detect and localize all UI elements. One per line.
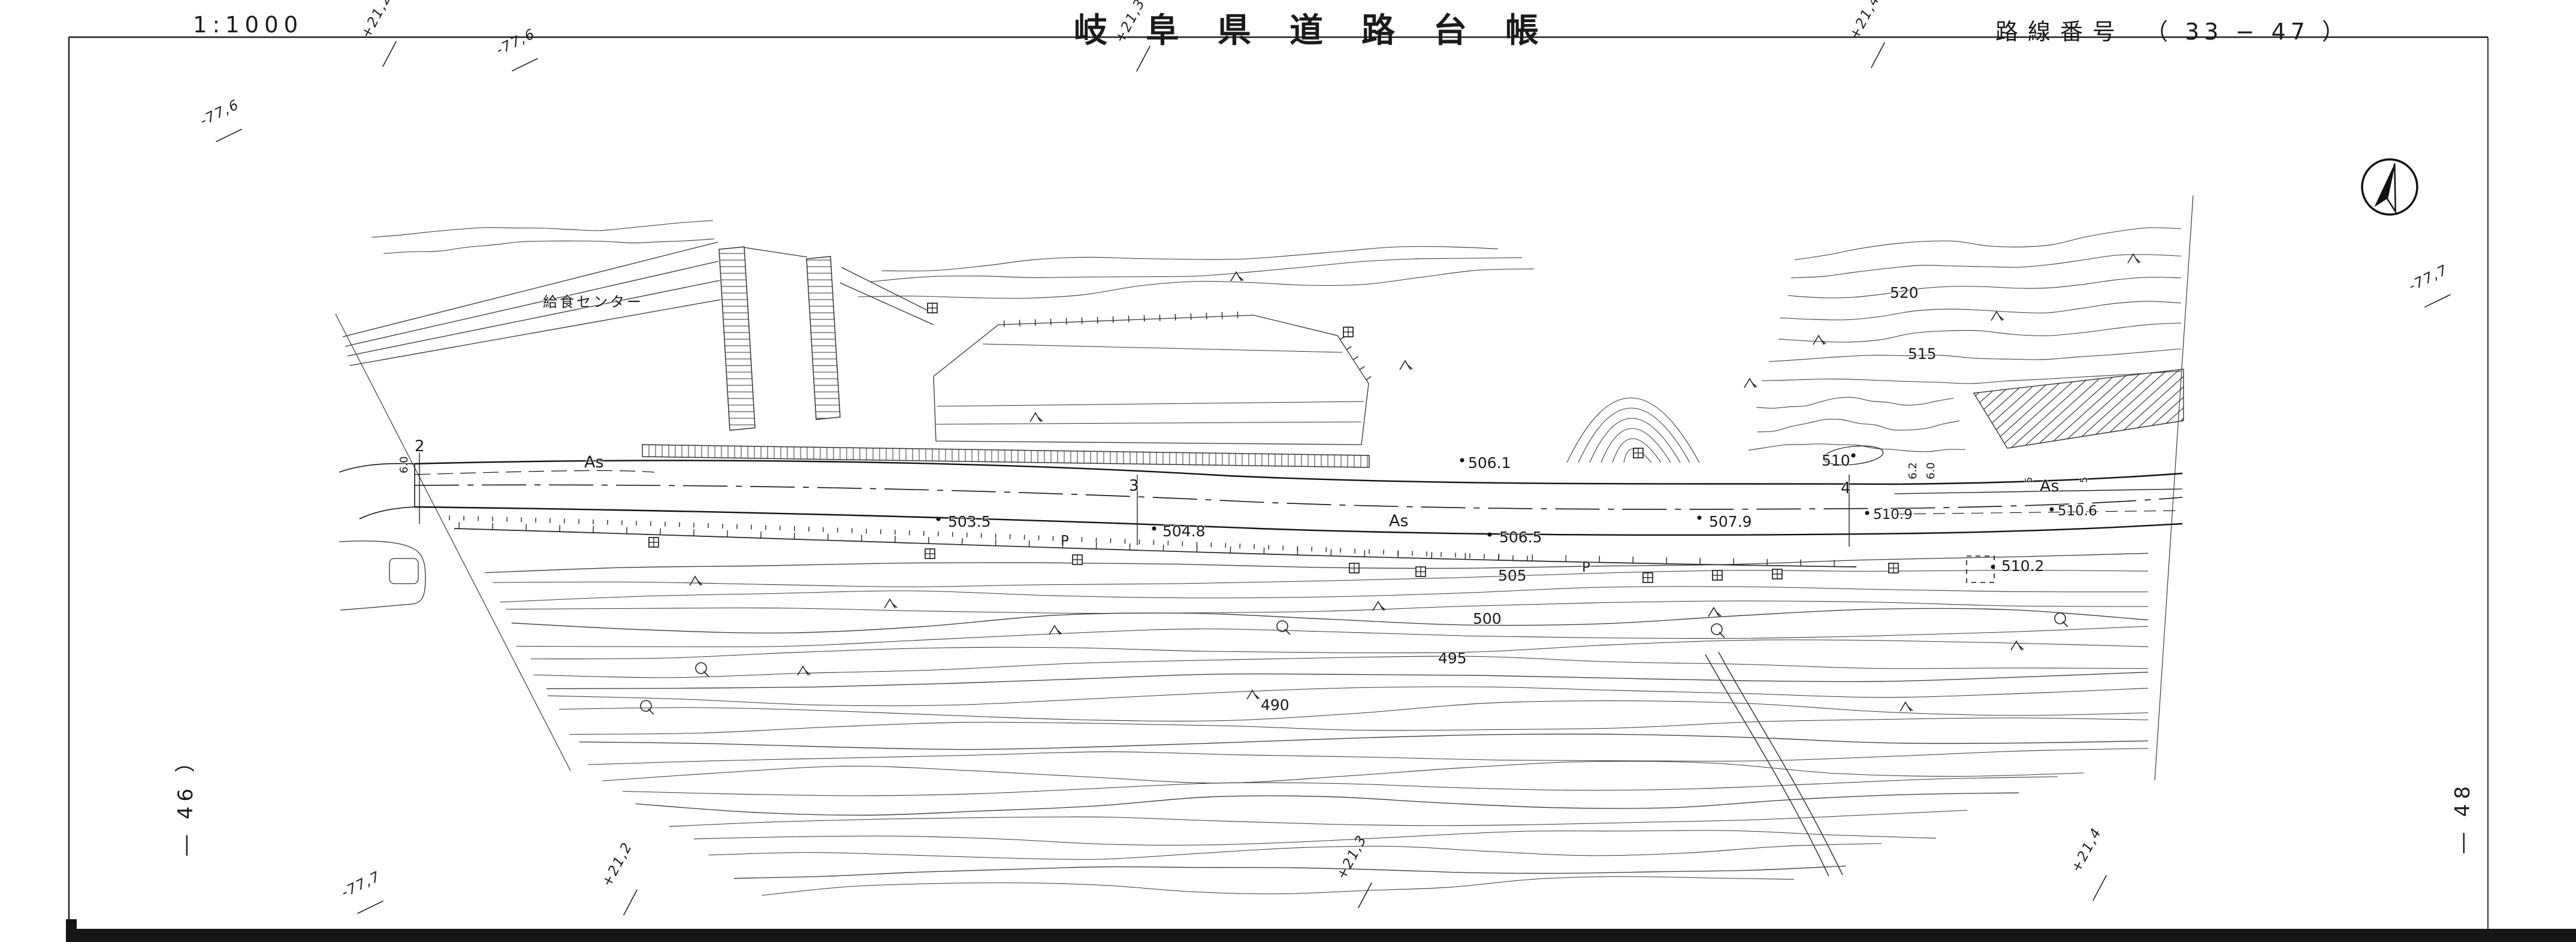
north-arrow-icon (2361, 158, 2418, 216)
building-symbol (1633, 448, 1644, 458)
road-edge-lower (414, 506, 2183, 536)
vegetation-symbol (1049, 624, 1062, 635)
building-symbol (1072, 554, 1083, 565)
building-symbol (1343, 327, 1354, 337)
building-symbol (1642, 572, 1653, 583)
land-use-symbol (2054, 612, 2068, 627)
scan-edge-band (77, 929, 2576, 942)
vegetation-symbol (1246, 689, 1260, 700)
sheet-frame (66, 36, 2576, 942)
building-symbol (1349, 563, 1360, 573)
land-use-symbol (1711, 623, 1725, 638)
road-edge-upper (414, 460, 2183, 485)
vegetation-symbol (1399, 360, 1413, 370)
map-strip-boundary (335, 195, 2194, 781)
embankment-outline (933, 315, 1369, 445)
road (339, 445, 2183, 583)
vegetation-symbol (797, 665, 811, 676)
vegetation-symbol (2010, 640, 2024, 651)
vegetation-symbol (2127, 253, 2141, 264)
vegetation-symbol (1029, 412, 1043, 422)
spot-elevation-dot (1152, 526, 1156, 531)
vegetation-symbol (1372, 600, 1386, 611)
land-use-symbol (1276, 620, 1291, 635)
stream-line (1705, 654, 1829, 877)
land-use-symbol (695, 662, 709, 677)
slope-hatch (1973, 369, 2184, 449)
contour-lines (371, 220, 2182, 896)
land-use-symbol (640, 700, 654, 715)
map-symbols (640, 253, 2141, 715)
spot-elevation-dot (1991, 564, 1995, 569)
building-symbol (925, 548, 935, 559)
spot-elevation-dot (1865, 511, 1870, 515)
building-symbol (1712, 570, 1723, 581)
vegetation-symbol (884, 598, 898, 609)
roadside-wall-hatch (642, 444, 1370, 468)
grid-tick-marks (216, 41, 2451, 916)
vegetation-symbol (1744, 378, 1757, 388)
vegetation-symbol (1230, 271, 1244, 282)
retaining-wall-hatch (806, 256, 841, 420)
vegetation-symbol (1813, 334, 1826, 345)
spot-elevation-dot (936, 517, 941, 521)
building-symbol (1888, 563, 1899, 573)
spot-elevation-dot (2049, 507, 2054, 512)
vegetation-symbol (1899, 701, 1913, 712)
vegetation-symbol (1708, 606, 1722, 617)
vegetation-symbol (1991, 310, 2004, 321)
closed-contour-510 (1823, 445, 1884, 466)
retaining-wall-hatch (718, 246, 756, 431)
vegetation-symbol (689, 575, 703, 586)
spot-elevation-dot (1487, 532, 1492, 537)
road-centerline (414, 484, 2183, 510)
building-symbol (1415, 566, 1426, 577)
spot-elevation-dot (1697, 515, 1702, 520)
spot-elevation-dot (1460, 458, 1464, 463)
stream-line (1718, 651, 1843, 875)
building-symbol (1772, 569, 1783, 579)
road-fence-and-hachures (419, 311, 1857, 567)
building-symbol (648, 537, 659, 548)
building-symbol (927, 303, 938, 313)
spot-elevation-dot (1851, 453, 1856, 458)
structure-dashed-box (1966, 555, 1995, 583)
terrain-features (339, 241, 2184, 877)
